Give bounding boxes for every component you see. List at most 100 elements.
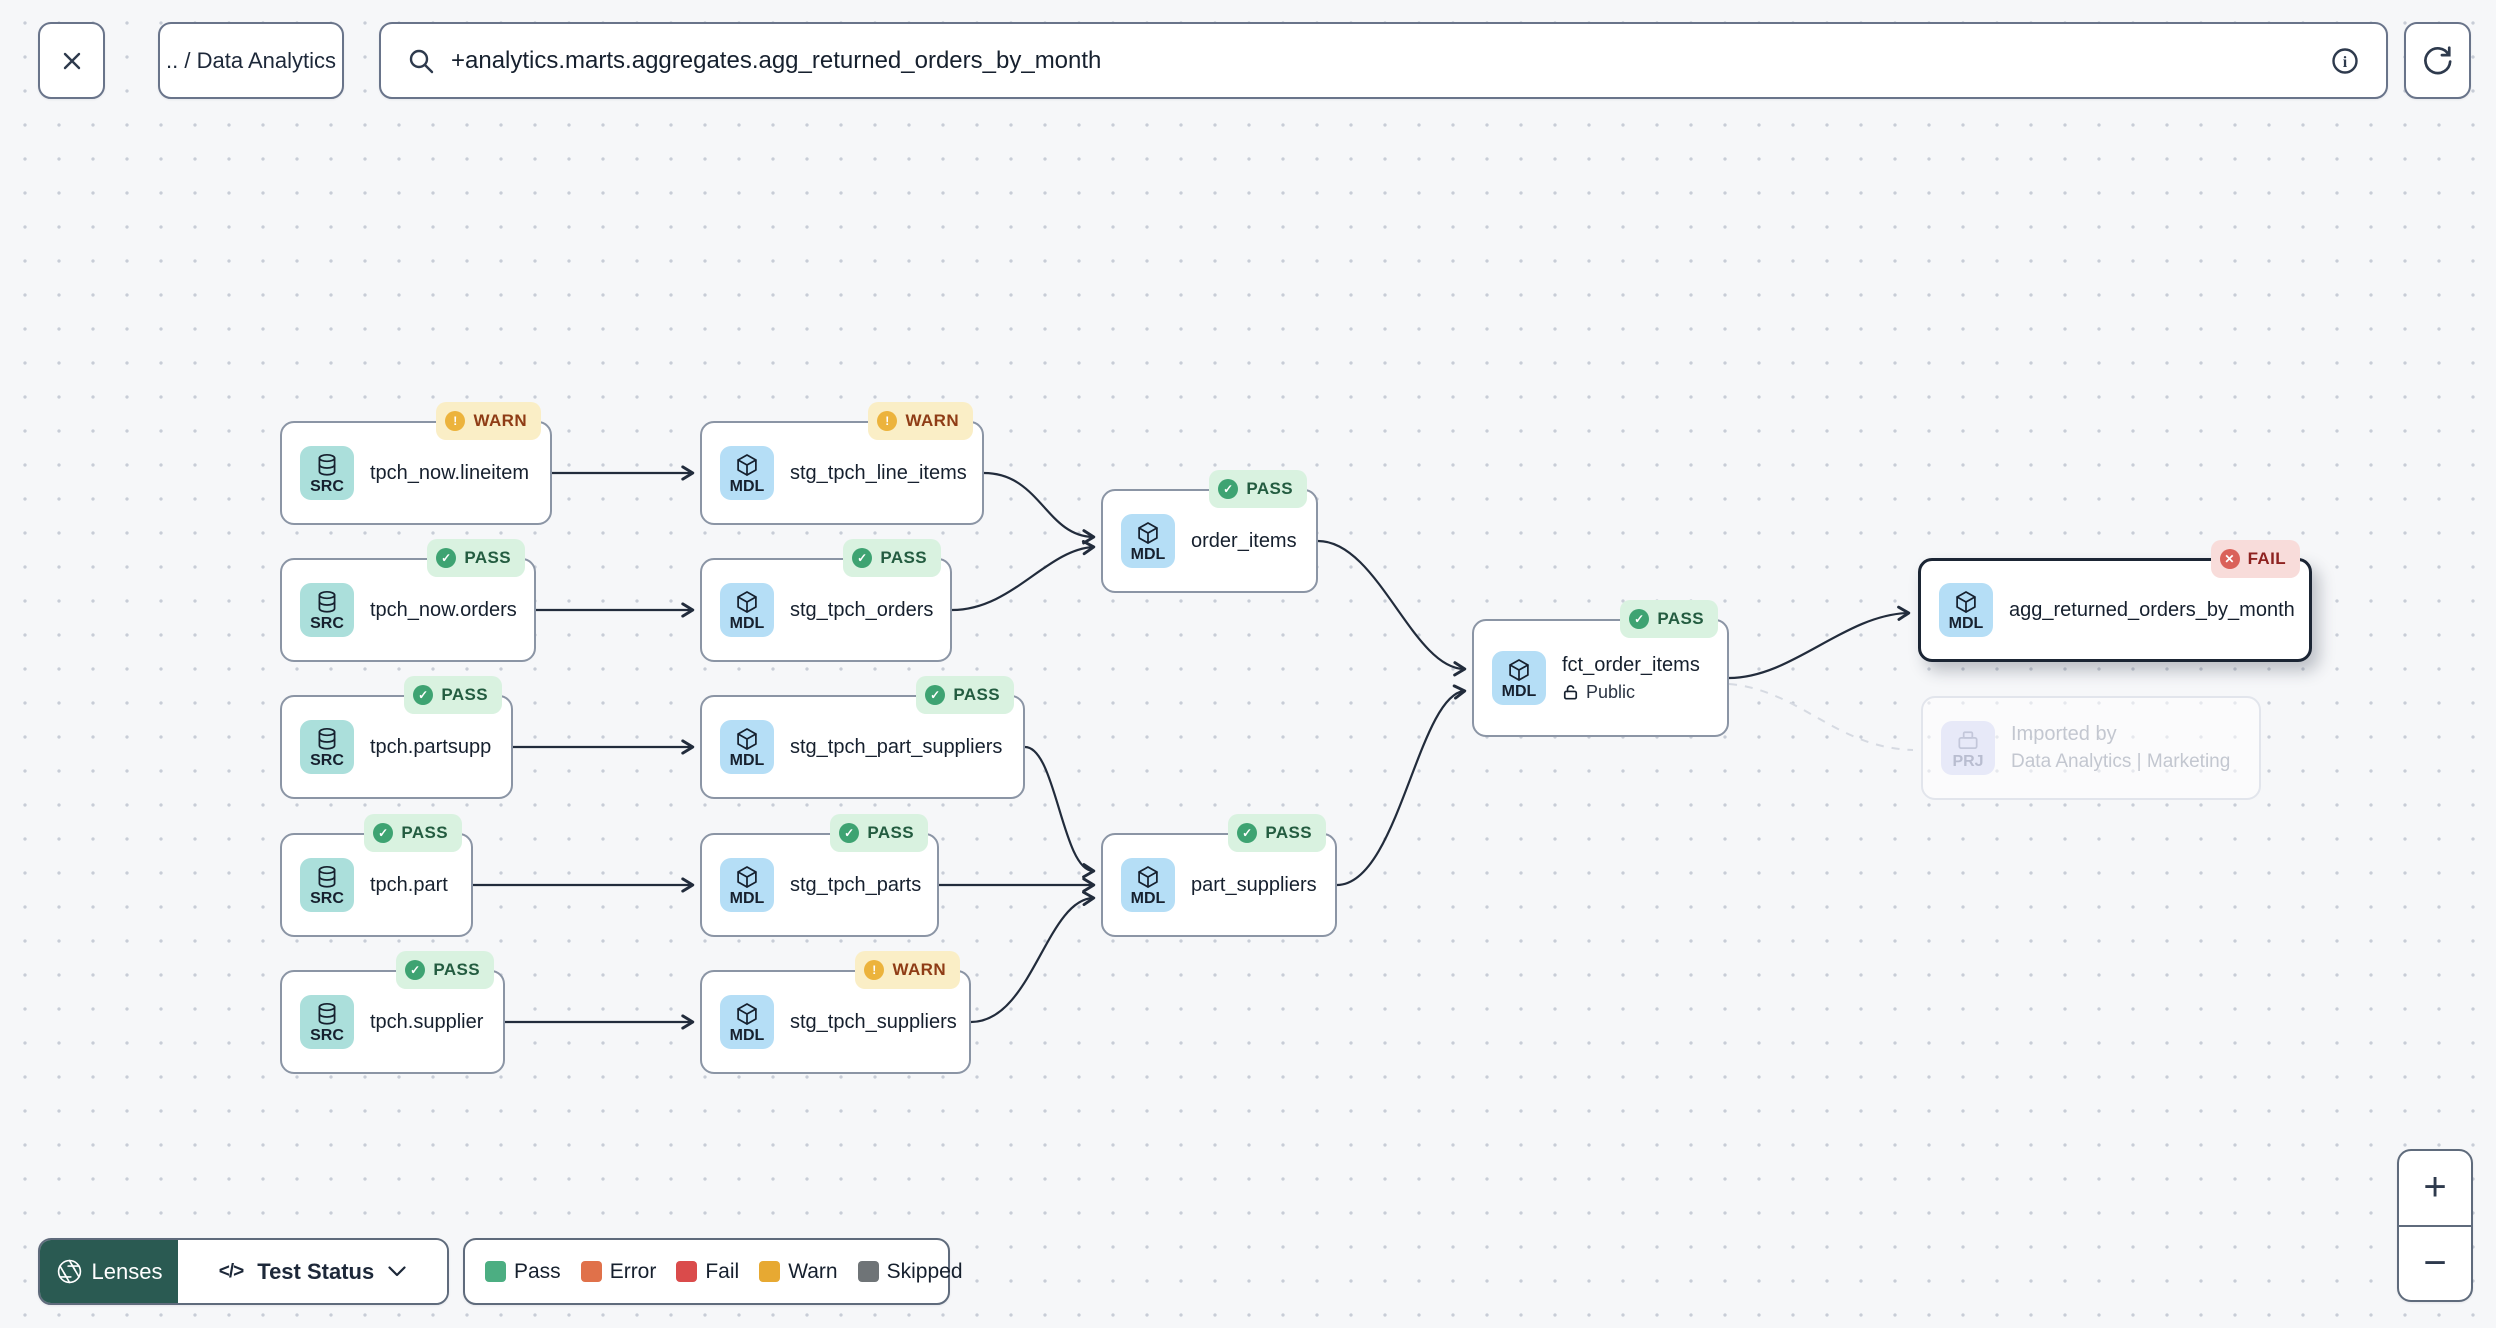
legend-color-swatch <box>759 1261 781 1282</box>
legend-label: Fail <box>705 1259 740 1283</box>
model-cube-icon <box>1138 865 1158 888</box>
node-label-secondary: Data Analytics | Marketing <box>2011 751 2231 772</box>
status-badge-icon: ✓ <box>925 685 946 705</box>
status-badge: ✓ PASS <box>843 539 941 577</box>
graph-node-fct_order_items[interactable]: ✓ PASS MDL fct_order_items Public <box>1472 600 1729 737</box>
public-access-icon <box>1563 684 1578 700</box>
node-label: tpch.partsupp <box>370 735 492 758</box>
info-icon[interactable]: i <box>2330 46 2360 76</box>
status-badge-label: PASS <box>401 823 448 842</box>
graph-node-stg_tpch_suppliers[interactable]: ! WARN MDL stg_tpch_suppliers <box>700 951 971 1074</box>
model-cube-icon <box>1509 658 1529 681</box>
node-type-iconbox: MDL <box>720 583 774 637</box>
chevron-down-icon <box>388 1266 406 1277</box>
aperture-icon <box>57 1259 81 1284</box>
status-badge: ✓ PASS <box>916 676 1014 714</box>
node-type-label: MDL <box>1948 614 1984 632</box>
model-cube-icon <box>737 590 757 613</box>
node-type-label: SRC <box>310 477 344 495</box>
node-type-label: MDL <box>729 889 765 907</box>
node-label: stg_tpch_line_items <box>790 461 967 484</box>
breadcrumb[interactable]: .. / Data Analytics <box>158 22 344 99</box>
model-cube-icon <box>737 727 757 750</box>
graph-node-tpch_now_lineitem[interactable]: ! WARN SRC tpch_now.lineitem <box>280 402 552 525</box>
graph-node-stg_tpch_parts[interactable]: ✓ PASS MDL stg_tpch_parts <box>700 814 939 937</box>
node-access-sublabel: Public <box>1562 682 1700 703</box>
node-type-label: MDL <box>1501 682 1537 700</box>
lens-selector-dropdown[interactable]: </> Test Status <box>178 1240 447 1303</box>
status-badge: ✓ PASS <box>1620 600 1718 638</box>
status-badge-icon: ✓ <box>413 685 434 705</box>
status-badge-label: PASS <box>433 960 480 979</box>
status-badge: ✕ FAIL <box>2210 540 2300 578</box>
status-badge-label: WARN <box>473 411 527 430</box>
status-badge: ✓ PASS <box>427 539 525 577</box>
status-badge-label: PASS <box>953 685 1000 704</box>
test-status-legend: Pass Error Fail Warn Skipped <box>463 1238 963 1305</box>
refresh-icon <box>2423 45 2451 74</box>
status-badge-icon: ! <box>445 411 466 431</box>
graph-node-tpch_now_orders[interactable]: ✓ PASS SRC tpch_now.orders <box>280 539 536 662</box>
lenses-button[interactable]: Lenses <box>40 1240 178 1303</box>
status-badge-icon: ✓ <box>852 548 873 568</box>
node-label: tpch.part <box>370 873 448 896</box>
code-icon: </> <box>218 1260 245 1282</box>
node-type-label: SRC <box>310 614 344 632</box>
node-label: stg_tpch_parts <box>790 873 922 896</box>
graph-node-stg_tpch_line_items[interactable]: ! WARN MDL stg_tpch_line_items <box>700 402 984 525</box>
graph-node-stg_tpch_part_suppliers[interactable]: ✓ PASS MDL stg_tpch_part_suppliers <box>700 676 1025 799</box>
node-type-label: MDL <box>729 1026 765 1044</box>
status-badge: ✓ PASS <box>364 814 462 852</box>
lens-selector-label: Test Status <box>257 1258 375 1284</box>
legend-item: Error <box>580 1260 656 1284</box>
model-cube-icon <box>1138 521 1158 544</box>
legend-item: Skipped <box>857 1260 963 1284</box>
graph-node-tpch_part[interactable]: ✓ PASS SRC tpch.part <box>280 814 473 937</box>
node-type-iconbox: MDL <box>720 720 774 774</box>
graph-node-imported_project[interactable]: PRJ Imported by Data Analytics | Marketi… <box>1921 696 2261 800</box>
status-badge-label: PASS <box>1657 609 1704 628</box>
database-icon <box>318 453 336 476</box>
database-icon <box>318 727 336 750</box>
node-label: stg_tpch_part_suppliers <box>790 735 1003 758</box>
legend-label: Pass <box>514 1259 561 1283</box>
model-cube-icon <box>737 453 757 476</box>
node-label: tpch.supplier <box>370 1010 484 1033</box>
lineage-search-bar: i <box>379 22 2388 99</box>
lenses-label: Lenses <box>91 1258 163 1284</box>
close-button[interactable] <box>38 22 105 99</box>
status-badge-icon: ✓ <box>373 823 394 843</box>
search-input[interactable] <box>451 46 2314 75</box>
node-type-iconbox: MDL <box>1121 858 1175 912</box>
graph-node-tpch_partsupp[interactable]: ✓ PASS SRC tpch.partsupp <box>280 676 513 799</box>
graph-node-order_items[interactable]: ✓ PASS MDL order_items <box>1101 470 1318 593</box>
breadcrumb-label: .. / Data Analytics <box>166 47 336 73</box>
zoom-in-button[interactable]: + <box>2399 1151 2471 1227</box>
status-badge-icon: ! <box>864 960 885 980</box>
node-type-iconbox: MDL <box>1939 583 1993 637</box>
graph-node-agg_returned_orders_by_month[interactable]: ✕ FAIL MDL agg_returned_orders_by_month <box>1918 540 2312 662</box>
node-type-iconbox: MDL <box>1121 514 1175 568</box>
graph-node-stg_tpch_orders[interactable]: ✓ PASS MDL stg_tpch_orders <box>700 539 952 662</box>
model-cube-icon <box>1956 590 1976 613</box>
node-label: Imported by <box>2011 723 2117 745</box>
zoom-out-button[interactable]: − <box>2423 1240 2447 1285</box>
node-type-iconbox: MDL <box>720 995 774 1049</box>
legend-item: Fail <box>676 1260 739 1284</box>
node-label: part_suppliers <box>1191 873 1317 896</box>
status-badge: ✓ PASS <box>396 951 494 989</box>
node-label: stg_tpch_suppliers <box>790 1010 957 1033</box>
database-icon <box>318 590 336 613</box>
status-badge: ✓ PASS <box>830 814 928 852</box>
node-type-iconbox: MDL <box>1492 651 1546 705</box>
node-label: stg_tpch_orders <box>790 598 934 621</box>
node-type-label: MDL <box>729 751 765 769</box>
graph-node-tpch_supplier[interactable]: ✓ PASS SRC tpch.supplier <box>280 951 505 1074</box>
status-badge-label: FAIL <box>2247 549 2286 568</box>
status-badge-label: PASS <box>441 685 488 704</box>
refresh-button[interactable] <box>2404 22 2471 99</box>
zoom-controls: + − <box>2397 1149 2473 1302</box>
graph-node-part_suppliers[interactable]: ✓ PASS MDL part_suppliers <box>1101 814 1337 937</box>
node-type-label: MDL <box>1130 545 1166 563</box>
